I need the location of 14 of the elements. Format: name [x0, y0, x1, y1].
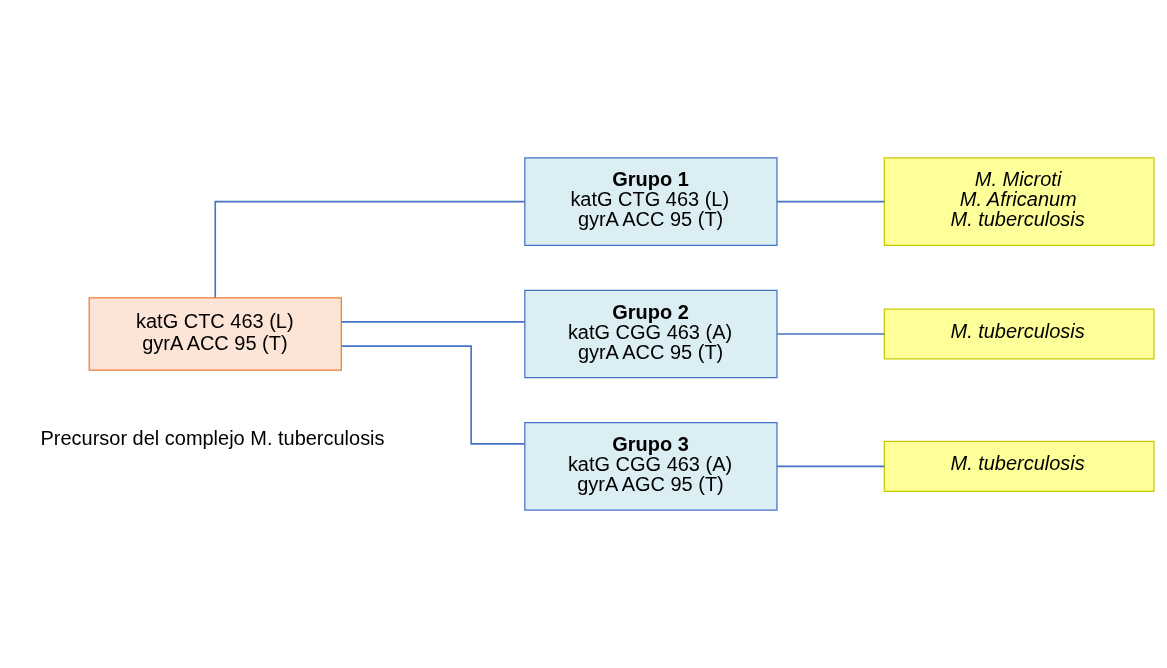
node-box: M. tuberculosis — [883, 440, 1155, 492]
node-box: M. Microti M. Africanum M. tuberculosis — [883, 157, 1155, 246]
connector — [341, 321, 526, 323]
node-label: Precursor del complejo M. tuberculosis — [40, 426, 385, 449]
node-box: Grupo 1 katG CTG 463 (L) gyrA ACC 95 (T) — [524, 157, 778, 246]
connector — [214, 200, 526, 299]
node-box: M. tuberculosis — [883, 308, 1155, 360]
connector — [776, 200, 886, 203]
node-box: Grupo 2 katG CGG 463 (A) gyrA ACC 95 (T) — [524, 289, 778, 379]
connector — [340, 345, 526, 445]
connector — [776, 333, 886, 335]
connector — [776, 465, 886, 468]
node-box: katG CTC 463 (L) gyrA ACC 95 (T) — [88, 297, 342, 371]
node-box: Grupo 3 katG CGG 463 (A) gyrA AGC 95 (T) — [524, 422, 778, 511]
